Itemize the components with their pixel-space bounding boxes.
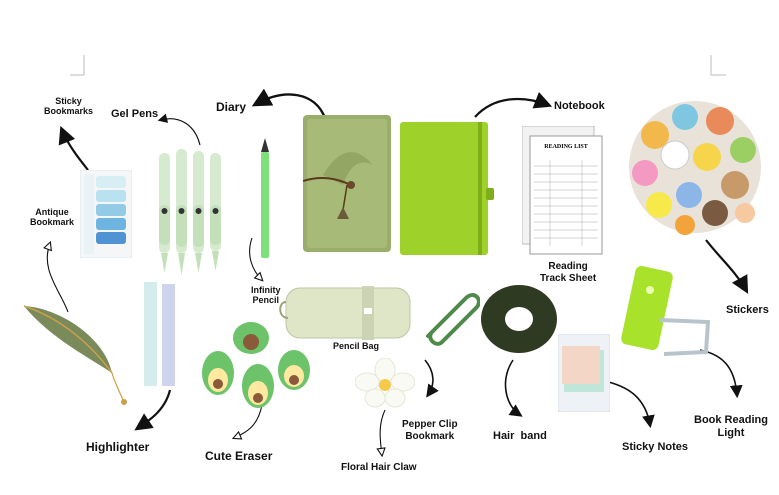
label-floral-hair-claw: Floral Hair Claw	[341, 462, 417, 473]
arrow-sticky-bookmarks	[58, 125, 89, 171]
arrow-floral-hair-claw	[380, 409, 385, 455]
label-reading-track-sheet: Reading Track Sheet	[540, 261, 597, 284]
pencil-bag-image	[279, 286, 411, 340]
cute-eraser-image	[202, 322, 310, 408]
arrow-stickers	[705, 239, 749, 294]
label-notebook: Notebook	[554, 100, 605, 112]
highlighter-image	[144, 282, 175, 386]
label-highlighter: Highlighter	[86, 440, 150, 454]
label-pencil-bag: Pencil Bag	[333, 341, 380, 351]
arrow-diary	[251, 88, 327, 119]
arrow-cute-eraser	[234, 404, 263, 438]
label-gel-pens: Gel Pens	[111, 108, 159, 120]
label-sticky-bookmarks: Sticky Bookmarks	[44, 96, 94, 117]
reading-sheet-image: READING LIST	[522, 126, 603, 255]
arrow-notebook	[474, 91, 553, 118]
diary-image	[303, 115, 391, 252]
label-book-reading-light: Book Reading Light	[694, 414, 768, 439]
sheet-title: READING LIST	[544, 144, 588, 150]
gel-pens-image	[159, 149, 221, 275]
label-diary: Diary	[216, 100, 247, 114]
label-cute-eraser: Cute Eraser	[205, 449, 273, 463]
notebook-image	[400, 122, 494, 255]
arrow-infinity-pencil	[249, 237, 262, 280]
label-pepper-clip-bookmark: Pepper Clip Bookmark	[402, 419, 458, 442]
infinity-pencil-image	[261, 138, 269, 258]
hair-band-image	[481, 285, 557, 353]
arrow-pepper-clip	[424, 359, 439, 398]
crop-mark-right	[710, 55, 726, 76]
label-stickers: Stickers	[726, 304, 769, 316]
crop-mark-left	[70, 55, 85, 76]
label-infinity-pencil: Infinity Pencil	[251, 285, 281, 306]
label-sticky-notes: Sticky Notes	[622, 441, 689, 453]
arrow-antique-bookmark	[47, 243, 69, 313]
antique-bookmark-image	[23, 305, 127, 405]
label-antique-bookmark: Antique Bookmark	[30, 207, 75, 228]
arrow-highlighter	[134, 389, 172, 431]
arrow-gel-pens	[157, 113, 201, 146]
floral-hair-claw-image	[355, 358, 415, 408]
sticky-notes-image	[558, 334, 610, 412]
book-reading-light-image	[621, 266, 711, 356]
pepper-clip-image	[426, 293, 480, 346]
arrow-hair-band	[504, 359, 523, 417]
label-hair-band: Hair band	[493, 430, 547, 442]
sticky-bookmarks-image	[80, 170, 132, 258]
stickers-image	[629, 101, 761, 235]
